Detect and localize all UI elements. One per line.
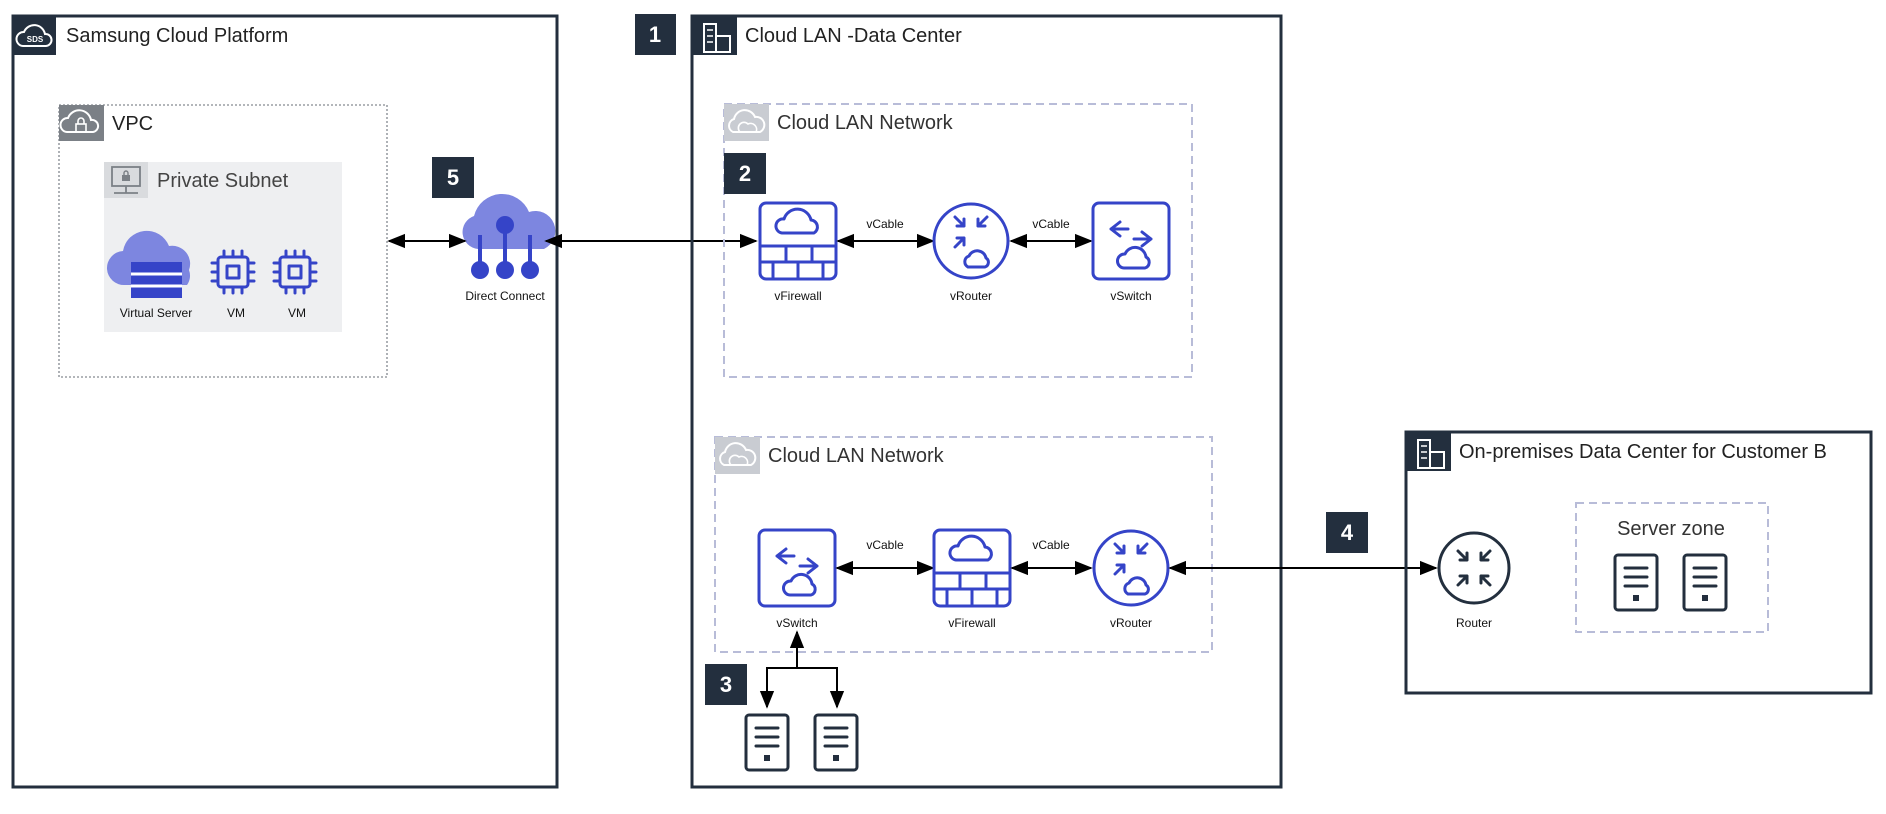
lock-icon bbox=[59, 105, 104, 141]
direct-connect-label: Direct Connect bbox=[465, 289, 545, 303]
badge-2: 2 bbox=[724, 153, 766, 194]
server-icon bbox=[744, 713, 790, 772]
svg-text:2: 2 bbox=[739, 161, 751, 186]
cloud-lan-data-center-group: 1 Cloud LAN -Data Center Cloud LAN Netwo… bbox=[635, 14, 1283, 789]
virtual-server-label: Virtual Server bbox=[120, 306, 192, 320]
vcable-label-2a: vCable bbox=[866, 538, 904, 552]
vm-label-2: VM bbox=[288, 306, 306, 320]
vswitch-label-2: vSwitch bbox=[776, 616, 817, 630]
switch-icon bbox=[1091, 201, 1171, 281]
svg-text:1: 1 bbox=[649, 22, 661, 47]
firewall-icon bbox=[758, 201, 838, 281]
cloud-lan-network-2: Cloud LAN Network vSwitch vCable vFirewa… bbox=[714, 436, 1213, 653]
sds-logo-text: SDS bbox=[27, 35, 44, 44]
vpc-group: VPC Private Subnet bbox=[58, 104, 388, 378]
vfirewall-label-1: vFirewall bbox=[774, 289, 821, 303]
vm-label-1: VM bbox=[227, 306, 245, 320]
router-label: Router bbox=[1456, 616, 1492, 630]
vcable-label-2b: vCable bbox=[1032, 538, 1070, 552]
svg-text:5: 5 bbox=[447, 165, 459, 190]
vrouter-label-1: vRouter bbox=[950, 289, 992, 303]
server-icon bbox=[1682, 553, 1728, 612]
cloud-network-icon bbox=[724, 104, 769, 141]
cloud-lan-network-1: Cloud LAN Network 2 vFirewall vCable vRo… bbox=[723, 103, 1193, 378]
router-icon bbox=[1437, 531, 1511, 605]
router-icon bbox=[932, 202, 1010, 280]
samsung-cloud-platform-group: SDS Samsung Cloud Platform VPC bbox=[11, 14, 559, 789]
badge-4: 4 bbox=[1326, 512, 1368, 553]
samsung-cloud-platform-title: Samsung Cloud Platform bbox=[66, 25, 288, 47]
cloud-lock-icon: SDS bbox=[14, 17, 56, 55]
building-icon bbox=[1407, 433, 1451, 471]
private-subnet-group: Private Subnet Virtual Server VM bbox=[104, 162, 342, 332]
vcable-label-1b: vCable bbox=[1032, 217, 1070, 231]
server-icon bbox=[813, 713, 859, 772]
cloud-lan-data-center-title: Cloud LAN -Data Center bbox=[745, 25, 962, 47]
cloud-lan-network-2-label: Cloud LAN Network bbox=[768, 445, 945, 467]
server-zone-group: Server zone bbox=[1575, 502, 1769, 633]
server-icon bbox=[1613, 553, 1659, 612]
cloud-lan-network-1-label: Cloud LAN Network bbox=[777, 112, 954, 134]
chip-icon bbox=[210, 249, 256, 295]
cloud-server-icon bbox=[106, 230, 191, 298]
svg-text:3: 3 bbox=[720, 672, 732, 697]
onprem-data-center-group: On-premises Data Center for Customer B R… bbox=[1404, 430, 1873, 695]
vrouter-label-2: vRouter bbox=[1110, 616, 1152, 630]
badge-1: 1 bbox=[635, 14, 676, 55]
vswitch-label-1: vSwitch bbox=[1110, 289, 1151, 303]
router-icon bbox=[1092, 529, 1170, 607]
cloud-network-icon bbox=[715, 437, 760, 474]
chip-icon bbox=[272, 249, 318, 295]
vcable-label-1a: vCable bbox=[866, 217, 904, 231]
badge-5: 5 bbox=[432, 157, 474, 198]
private-subnet-label: Private Subnet bbox=[157, 170, 289, 192]
firewall-icon bbox=[932, 528, 1012, 608]
direct-connect-icon bbox=[462, 193, 556, 279]
building-icon bbox=[693, 17, 737, 55]
server-fanout-connector bbox=[766, 667, 845, 709]
computer-lock-icon bbox=[104, 162, 148, 198]
vfirewall-label-2: vFirewall bbox=[948, 616, 995, 630]
svg-text:4: 4 bbox=[1341, 520, 1354, 545]
switch-icon bbox=[757, 528, 837, 608]
badge-3: 3 bbox=[705, 664, 747, 705]
vpc-label: VPC bbox=[112, 113, 153, 135]
onprem-title: On-premises Data Center for Customer B bbox=[1459, 441, 1827, 463]
server-zone-label: Server zone bbox=[1617, 518, 1725, 540]
